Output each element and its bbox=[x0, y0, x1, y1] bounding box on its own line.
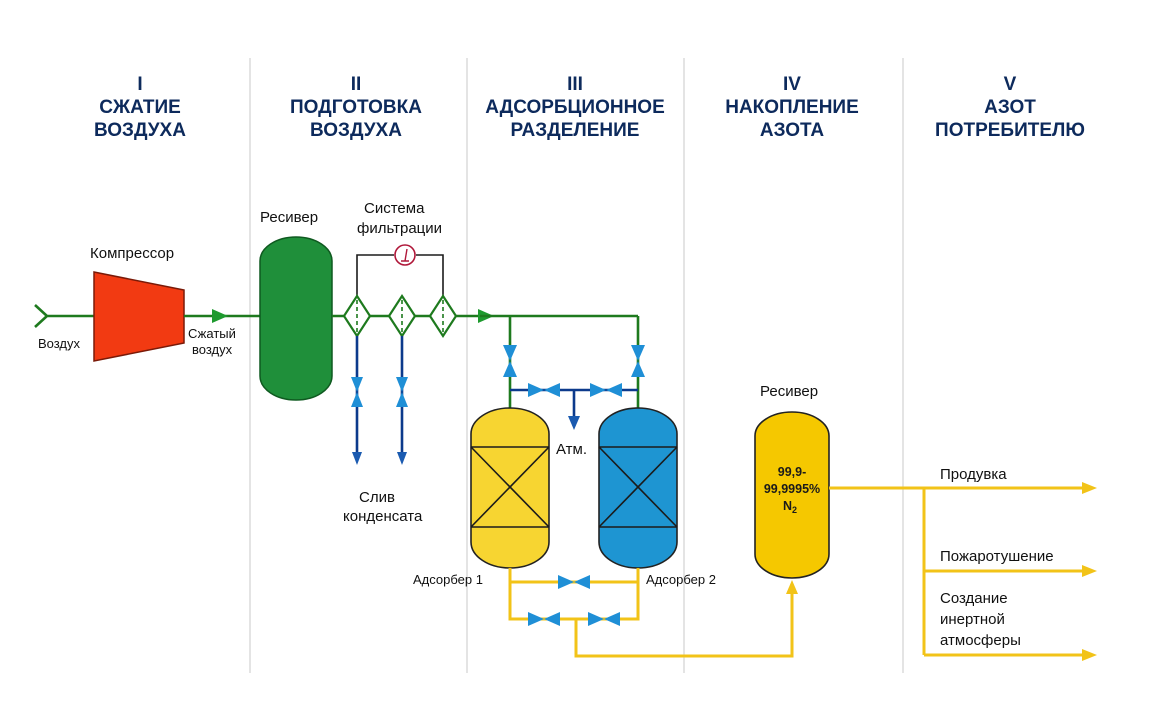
compressed-air-label-1: Сжатый bbox=[188, 326, 236, 341]
adsorber-2-label: Адсорбер 2 bbox=[646, 572, 716, 587]
stage-title-line1: ПОДГОТОВКА bbox=[290, 97, 422, 118]
stage-title-line1: АДСОРБЦИОННОЕ bbox=[485, 97, 665, 118]
vent-arrow-icon bbox=[568, 416, 580, 430]
n2-to-receiver-arrow-icon bbox=[786, 580, 798, 594]
n2-distribution-line bbox=[829, 486, 1085, 657]
compressor-label: Компрессор bbox=[90, 245, 174, 262]
n2-subscript: 2 bbox=[792, 505, 797, 515]
atm-label: Атм. bbox=[556, 441, 587, 458]
stage-header-2: II ПОДГОТОВКА ВОЗДУХА bbox=[290, 74, 422, 141]
differential-pressure-gauge-icon bbox=[394, 244, 416, 266]
n2-symbol: N bbox=[783, 499, 792, 513]
vent-valve-2-icon bbox=[590, 383, 622, 397]
stage-numeral: IV bbox=[783, 74, 801, 95]
output-purge-label: Продувка bbox=[940, 466, 1007, 483]
condensate-drain-1 bbox=[351, 336, 363, 465]
stage-title-line2: ВОЗДУХА bbox=[94, 120, 186, 141]
air-receiver-tank bbox=[259, 236, 333, 401]
drain-valve-2-icon bbox=[396, 377, 408, 407]
filter-2-icon bbox=[387, 293, 417, 339]
drain-arrow-1-icon bbox=[352, 452, 362, 465]
adsorber-1-label: Адсорбер 1 bbox=[413, 572, 483, 587]
vent-valve-1-icon bbox=[528, 383, 560, 397]
filtration-label-1: Система bbox=[364, 200, 425, 217]
drain-label-1: Слив bbox=[359, 489, 395, 506]
drain-valve-1-icon bbox=[351, 377, 363, 407]
output-inert-label-2: инертной bbox=[940, 611, 1005, 628]
adsorber-1-vessel bbox=[470, 407, 550, 569]
output-arrow-2-icon bbox=[1082, 565, 1097, 577]
n2-receiver-tank bbox=[754, 411, 830, 579]
condensate-drain-2 bbox=[396, 336, 408, 465]
filter-3-icon bbox=[428, 293, 458, 339]
stage-title-line1: АЗОТ bbox=[984, 97, 1036, 118]
outlet-valve-1-icon bbox=[528, 612, 560, 626]
filtration-label-2: фильтрации bbox=[357, 220, 442, 237]
purity-line-1: 99,9- bbox=[778, 465, 807, 479]
outlet-valve-2-icon bbox=[588, 612, 620, 626]
stage-title-line1: СЖАТИЕ bbox=[99, 97, 181, 118]
gauge-bypass-line bbox=[356, 254, 444, 300]
n2-receiver-label: Ресивер bbox=[760, 383, 818, 400]
stage-numeral: II bbox=[351, 74, 362, 95]
air-receiver-label: Ресивер bbox=[260, 209, 318, 226]
output-inert-label-3: атмосферы bbox=[940, 632, 1021, 649]
stage-header-1: I СЖАТИЕ ВОЗДУХА bbox=[94, 74, 186, 141]
drain-arrow-2-icon bbox=[397, 452, 407, 465]
feed-valve-1-icon bbox=[503, 345, 517, 377]
stage-numeral: III bbox=[567, 74, 583, 95]
adsorber-2-vessel bbox=[598, 407, 678, 569]
stage-title-line2: АЗОТА bbox=[760, 120, 825, 141]
filter-1-icon bbox=[342, 293, 372, 339]
stage-header-5: V АЗОТ ПОТРЕБИТЕЛЮ bbox=[935, 74, 1085, 141]
output-arrow-3-icon bbox=[1082, 649, 1097, 661]
air-intake-icon bbox=[34, 304, 95, 328]
stage-title-line1: НАКОПЛЕНИЕ bbox=[725, 97, 859, 118]
stage-title-line2: ПОТРЕБИТЕЛЮ bbox=[935, 120, 1085, 141]
output-firefighting-label: Пожаротушение bbox=[940, 548, 1054, 565]
purity-line-2: 99,9995% bbox=[764, 482, 820, 496]
air-in-label: Воздух bbox=[38, 336, 81, 351]
flow-arrow-icon bbox=[212, 309, 228, 323]
stage-title-line2: РАЗДЕЛЕНИЕ bbox=[511, 120, 640, 141]
stage-title-line2: ВОЗДУХА bbox=[310, 120, 402, 141]
compressed-air-label-2: воздух bbox=[192, 342, 233, 357]
output-arrow-1-icon bbox=[1082, 482, 1097, 494]
stage-numeral: I bbox=[137, 74, 142, 95]
stage-header-3: III АДСОРБЦИОННОЕ РАЗДЕЛЕНИЕ bbox=[485, 74, 665, 141]
output-inert-label-1: Создание bbox=[940, 590, 1008, 607]
equalizing-valve-icon bbox=[558, 575, 590, 589]
feed-valve-2-icon bbox=[631, 345, 645, 377]
stage-header-4: IV НАКОПЛЕНИЕ АЗОТА bbox=[725, 74, 859, 141]
stage-dividers bbox=[249, 58, 904, 673]
purity-line-3: N2 bbox=[783, 499, 797, 515]
stage-numeral: V bbox=[1004, 74, 1017, 95]
drain-label-2: конденсата bbox=[343, 508, 423, 525]
compressor-icon bbox=[93, 271, 185, 362]
